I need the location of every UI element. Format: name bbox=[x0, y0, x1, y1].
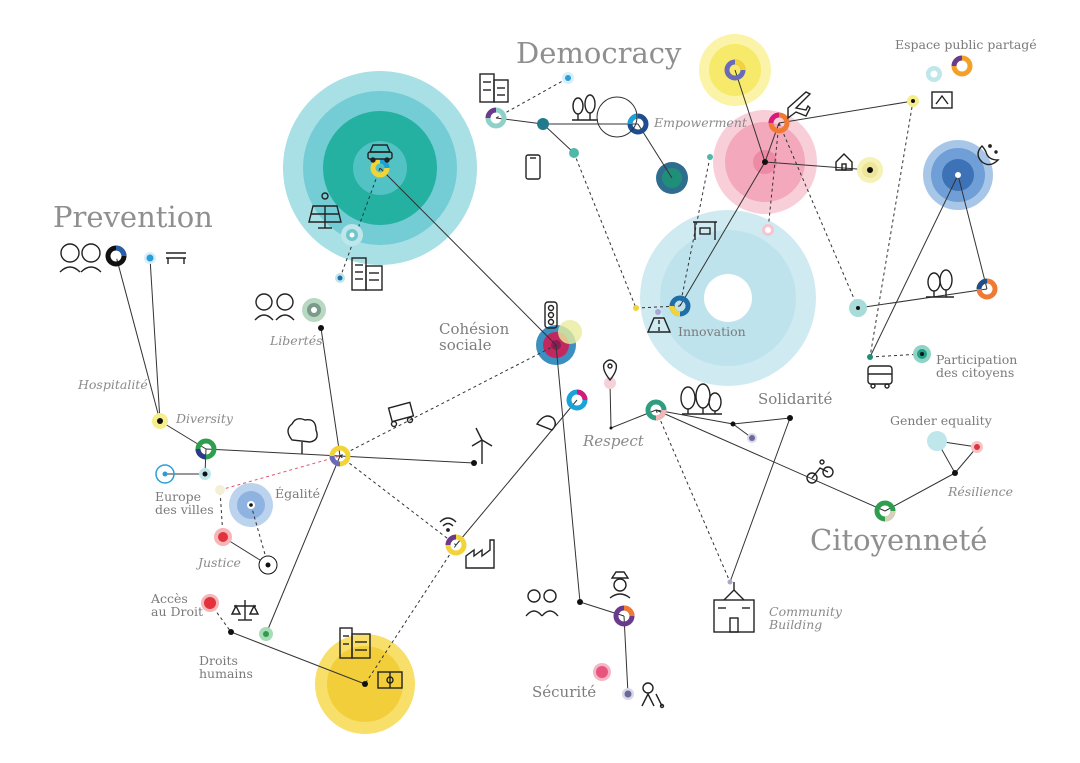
location-pin-icon bbox=[602, 359, 618, 382]
grandparent-walker-icon bbox=[641, 682, 665, 709]
label-democracy: Democracy bbox=[516, 36, 682, 70]
wifi-icon bbox=[439, 517, 457, 532]
handshake-icon bbox=[535, 415, 556, 431]
playground-swing-icon bbox=[693, 221, 717, 240]
right-trees-icon bbox=[926, 269, 954, 298]
small-nodes bbox=[144, 66, 983, 700]
label-cohesion-line2: sociale bbox=[439, 335, 492, 354]
houses-icon bbox=[835, 153, 853, 171]
node-prevention bbox=[105, 245, 127, 267]
node-securite bbox=[613, 605, 635, 627]
label-cohesion-sociale: Cohésion sociale bbox=[439, 320, 510, 354]
node-innovation bbox=[669, 295, 691, 317]
forest-icon bbox=[680, 383, 722, 415]
node-solidarite bbox=[645, 399, 667, 421]
moon-night-icon bbox=[977, 144, 1000, 166]
dashed-links bbox=[209, 77, 923, 685]
bench-icon bbox=[166, 252, 186, 264]
tree-icon bbox=[287, 417, 318, 454]
elderly-couple-icon bbox=[254, 293, 295, 321]
node-right-orange bbox=[976, 278, 998, 300]
label-innovation: Innovation bbox=[678, 324, 746, 339]
label-justice: Justice bbox=[198, 555, 241, 570]
scales-icon bbox=[230, 600, 260, 621]
label-community-building: Community Building bbox=[769, 605, 842, 631]
label-participation-line1: Participation bbox=[936, 352, 1018, 367]
label-acces-line1: Accès bbox=[151, 591, 188, 606]
bus-icon bbox=[867, 365, 893, 389]
empowerment-outline-ring bbox=[596, 96, 638, 138]
cyclist-icon bbox=[806, 459, 834, 484]
label-citoyennete: Citoyenneté bbox=[810, 523, 988, 557]
label-gender-equality: Gender equality bbox=[890, 413, 992, 428]
node-espace bbox=[951, 55, 973, 77]
node-cohesion-center bbox=[370, 158, 390, 178]
label-community-line2: Building bbox=[769, 617, 823, 633]
label-cohesion-line1: Cohésion bbox=[439, 320, 510, 338]
traffic-light-icon bbox=[544, 301, 558, 329]
airplane-icon bbox=[787, 91, 812, 120]
label-europe-line2: des villes bbox=[155, 502, 214, 518]
police-officer-icon bbox=[609, 571, 631, 599]
parents-icon bbox=[525, 589, 559, 617]
node-wifi bbox=[445, 534, 467, 556]
label-droits-humains: Droits humains bbox=[199, 654, 253, 680]
football-field-icon bbox=[377, 671, 403, 689]
node-respect bbox=[566, 389, 588, 411]
school-building-icon bbox=[713, 582, 755, 633]
ambulance-icon bbox=[387, 401, 415, 428]
solar-panel-icon bbox=[308, 192, 342, 229]
label-participation: Participation des citoyens bbox=[936, 353, 1017, 379]
family-icon bbox=[59, 243, 102, 273]
label-libertes: Libertés bbox=[270, 333, 323, 348]
halo-cohesion-node bbox=[536, 320, 582, 365]
label-empowerment: Empowerment bbox=[654, 115, 747, 130]
label-securite: Sécurité bbox=[532, 683, 597, 701]
apartment-building-icon bbox=[351, 257, 383, 291]
node-democracy bbox=[485, 107, 507, 129]
label-espace-public: Espace public partagé bbox=[895, 37, 1037, 52]
solid-links bbox=[115, 69, 988, 695]
label-prevention: Prevention bbox=[53, 200, 213, 234]
node-citoyennete bbox=[874, 500, 896, 522]
label-diversity: Diversity bbox=[176, 411, 233, 426]
public-space-map-icon bbox=[931, 91, 953, 109]
smartphone-icon bbox=[525, 154, 541, 180]
node-yellow-top bbox=[724, 59, 746, 81]
halo-innovation bbox=[640, 210, 816, 386]
office-building-icon bbox=[339, 627, 371, 659]
label-resilience: Résilience bbox=[948, 484, 1014, 499]
label-respect: Respect bbox=[583, 432, 644, 450]
label-acces-line2: au Droit bbox=[151, 604, 204, 620]
node-diversity bbox=[195, 438, 217, 460]
city-building-icon bbox=[479, 73, 509, 103]
label-egalite: Égalité bbox=[275, 486, 320, 501]
label-europe-des-villes: Europe des villes bbox=[155, 490, 214, 516]
label-community-line1: Community bbox=[769, 604, 842, 619]
wind-turbine-icon bbox=[471, 427, 493, 464]
road-icon bbox=[646, 317, 672, 333]
label-droits-line2: humains bbox=[199, 666, 253, 682]
node-libertes bbox=[329, 445, 351, 467]
factory-icon bbox=[465, 539, 495, 569]
label-hospitalite: Hospitalité bbox=[78, 377, 148, 392]
label-droits-line1: Droits bbox=[199, 653, 238, 668]
dashed-red-links bbox=[219, 455, 341, 491]
ring-nodes bbox=[105, 55, 998, 627]
label-solidarite: Solidarité bbox=[758, 390, 833, 408]
label-acces-au-droit: Accès au Droit bbox=[151, 592, 203, 618]
node-pink-hub bbox=[768, 112, 790, 134]
car-icon bbox=[367, 144, 393, 163]
park-trees-icon bbox=[572, 94, 598, 121]
label-participation-line2: des citoyens bbox=[936, 365, 1015, 381]
label-europe-line1: Europe bbox=[155, 489, 202, 504]
